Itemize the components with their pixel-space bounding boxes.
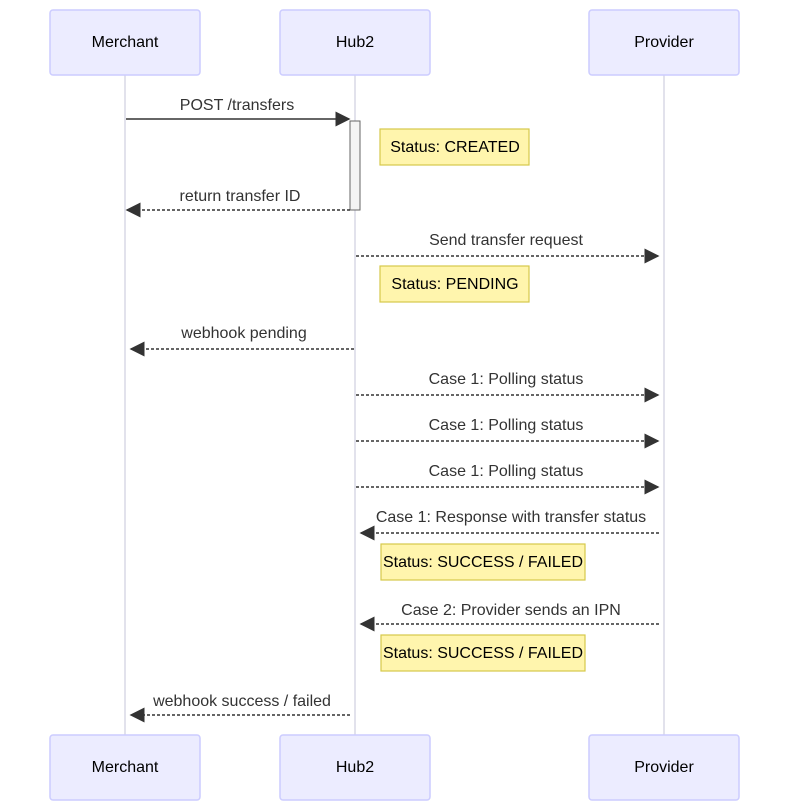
actor-hub2-bottom-label: Hub2 xyxy=(336,759,374,776)
hub2-activation xyxy=(349,120,361,211)
actor-merchant-top-label: Merchant xyxy=(92,34,159,51)
message-post-transfers: POST /transfers xyxy=(126,97,351,127)
actor-provider-bottom-label: Provider xyxy=(634,759,694,776)
actor-merchant-bottom: Merchant xyxy=(49,734,201,801)
message-polling-status-2: Case 1: Polling status xyxy=(356,417,660,449)
message-return-transfer-id: return transfer ID xyxy=(125,188,350,218)
message-label: webhook pending xyxy=(180,325,306,342)
note-label: Status: PENDING xyxy=(391,276,518,293)
note-label: Status: CREATED xyxy=(390,139,520,156)
note-status-created: Status: CREATED xyxy=(379,128,530,166)
message-webhook-success-failed: webhook success / failed xyxy=(129,693,350,723)
actor-hub2-top-label: Hub2 xyxy=(336,34,374,51)
actor-hub2-top: Hub2 xyxy=(279,9,431,76)
message-polling-status-1: Case 1: Polling status xyxy=(356,371,660,403)
note-status-success-failed-2: Status: SUCCESS / FAILED xyxy=(380,634,586,672)
actor-provider-top: Provider xyxy=(588,9,740,76)
actor-provider-top-label: Provider xyxy=(634,34,694,51)
message-label: webhook success / failed xyxy=(152,693,331,710)
message-label: POST /transfers xyxy=(180,97,294,114)
message-send-transfer-request: Send transfer request xyxy=(356,232,660,264)
note-status-pending: Status: PENDING xyxy=(379,265,530,303)
message-webhook-pending: webhook pending xyxy=(129,325,354,357)
note-label: Status: SUCCESS / FAILED xyxy=(383,645,583,662)
note-status-success-failed-1: Status: SUCCESS / FAILED xyxy=(380,543,586,581)
message-label: Case 1: Polling status xyxy=(429,463,584,480)
message-label: Case 1: Polling status xyxy=(429,417,584,434)
message-polling-status-3: Case 1: Polling status xyxy=(356,463,660,495)
message-label: Send transfer request xyxy=(429,232,583,249)
actor-hub2-bottom: Hub2 xyxy=(279,734,431,801)
note-label: Status: SUCCESS / FAILED xyxy=(383,554,583,571)
message-label: return transfer ID xyxy=(180,188,301,205)
actor-provider-bottom: Provider xyxy=(588,734,740,801)
actor-merchant-bottom-label: Merchant xyxy=(92,759,159,776)
actor-merchant-top: Merchant xyxy=(49,9,201,76)
message-label: Case 1: Response with transfer status xyxy=(376,509,646,526)
message-provider-ipn: Case 2: Provider sends an IPN xyxy=(359,602,659,632)
message-label: Case 2: Provider sends an IPN xyxy=(401,602,621,619)
message-label: Case 1: Polling status xyxy=(429,371,584,388)
message-response-transfer-status: Case 1: Response with transfer status xyxy=(359,509,659,541)
